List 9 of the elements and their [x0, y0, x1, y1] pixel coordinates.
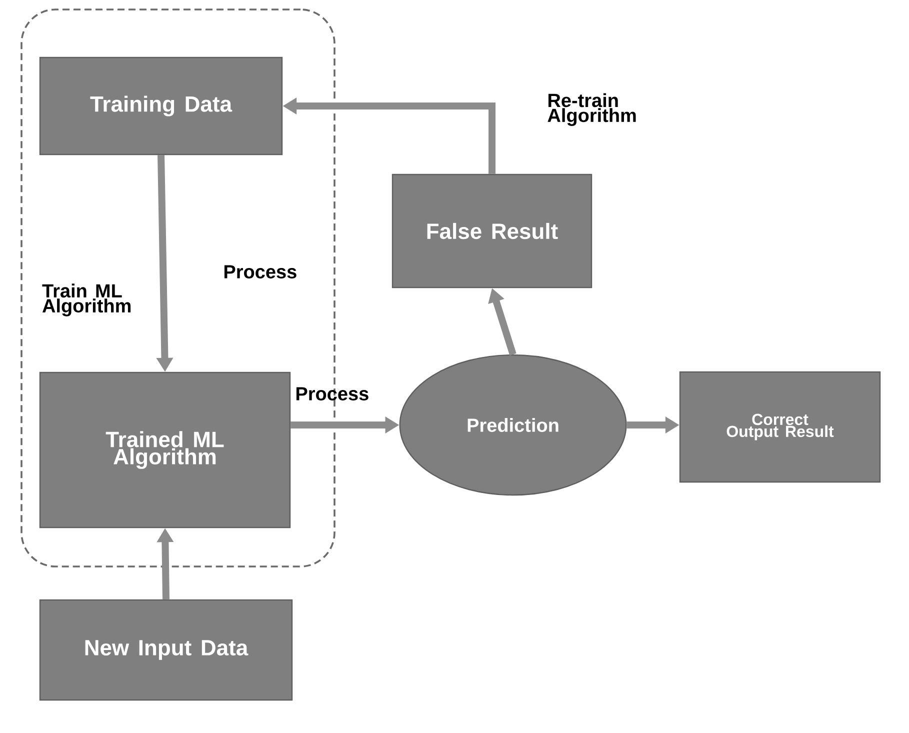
- text-label: Train ML Algorithm: [42, 284, 131, 316]
- edge-label: Process: [296, 387, 368, 400]
- process-box: New Input Data: [39, 599, 293, 701]
- edge-label: Process: [224, 265, 296, 278]
- process-box: Trained ML Algorithm: [39, 372, 291, 528]
- process-box: Training Data: [39, 56, 283, 156]
- process-box: Correct Output Result: [679, 371, 881, 483]
- process-box: False Result: [392, 174, 592, 288]
- edge-label: Re-train Algorithm: [548, 93, 636, 126]
